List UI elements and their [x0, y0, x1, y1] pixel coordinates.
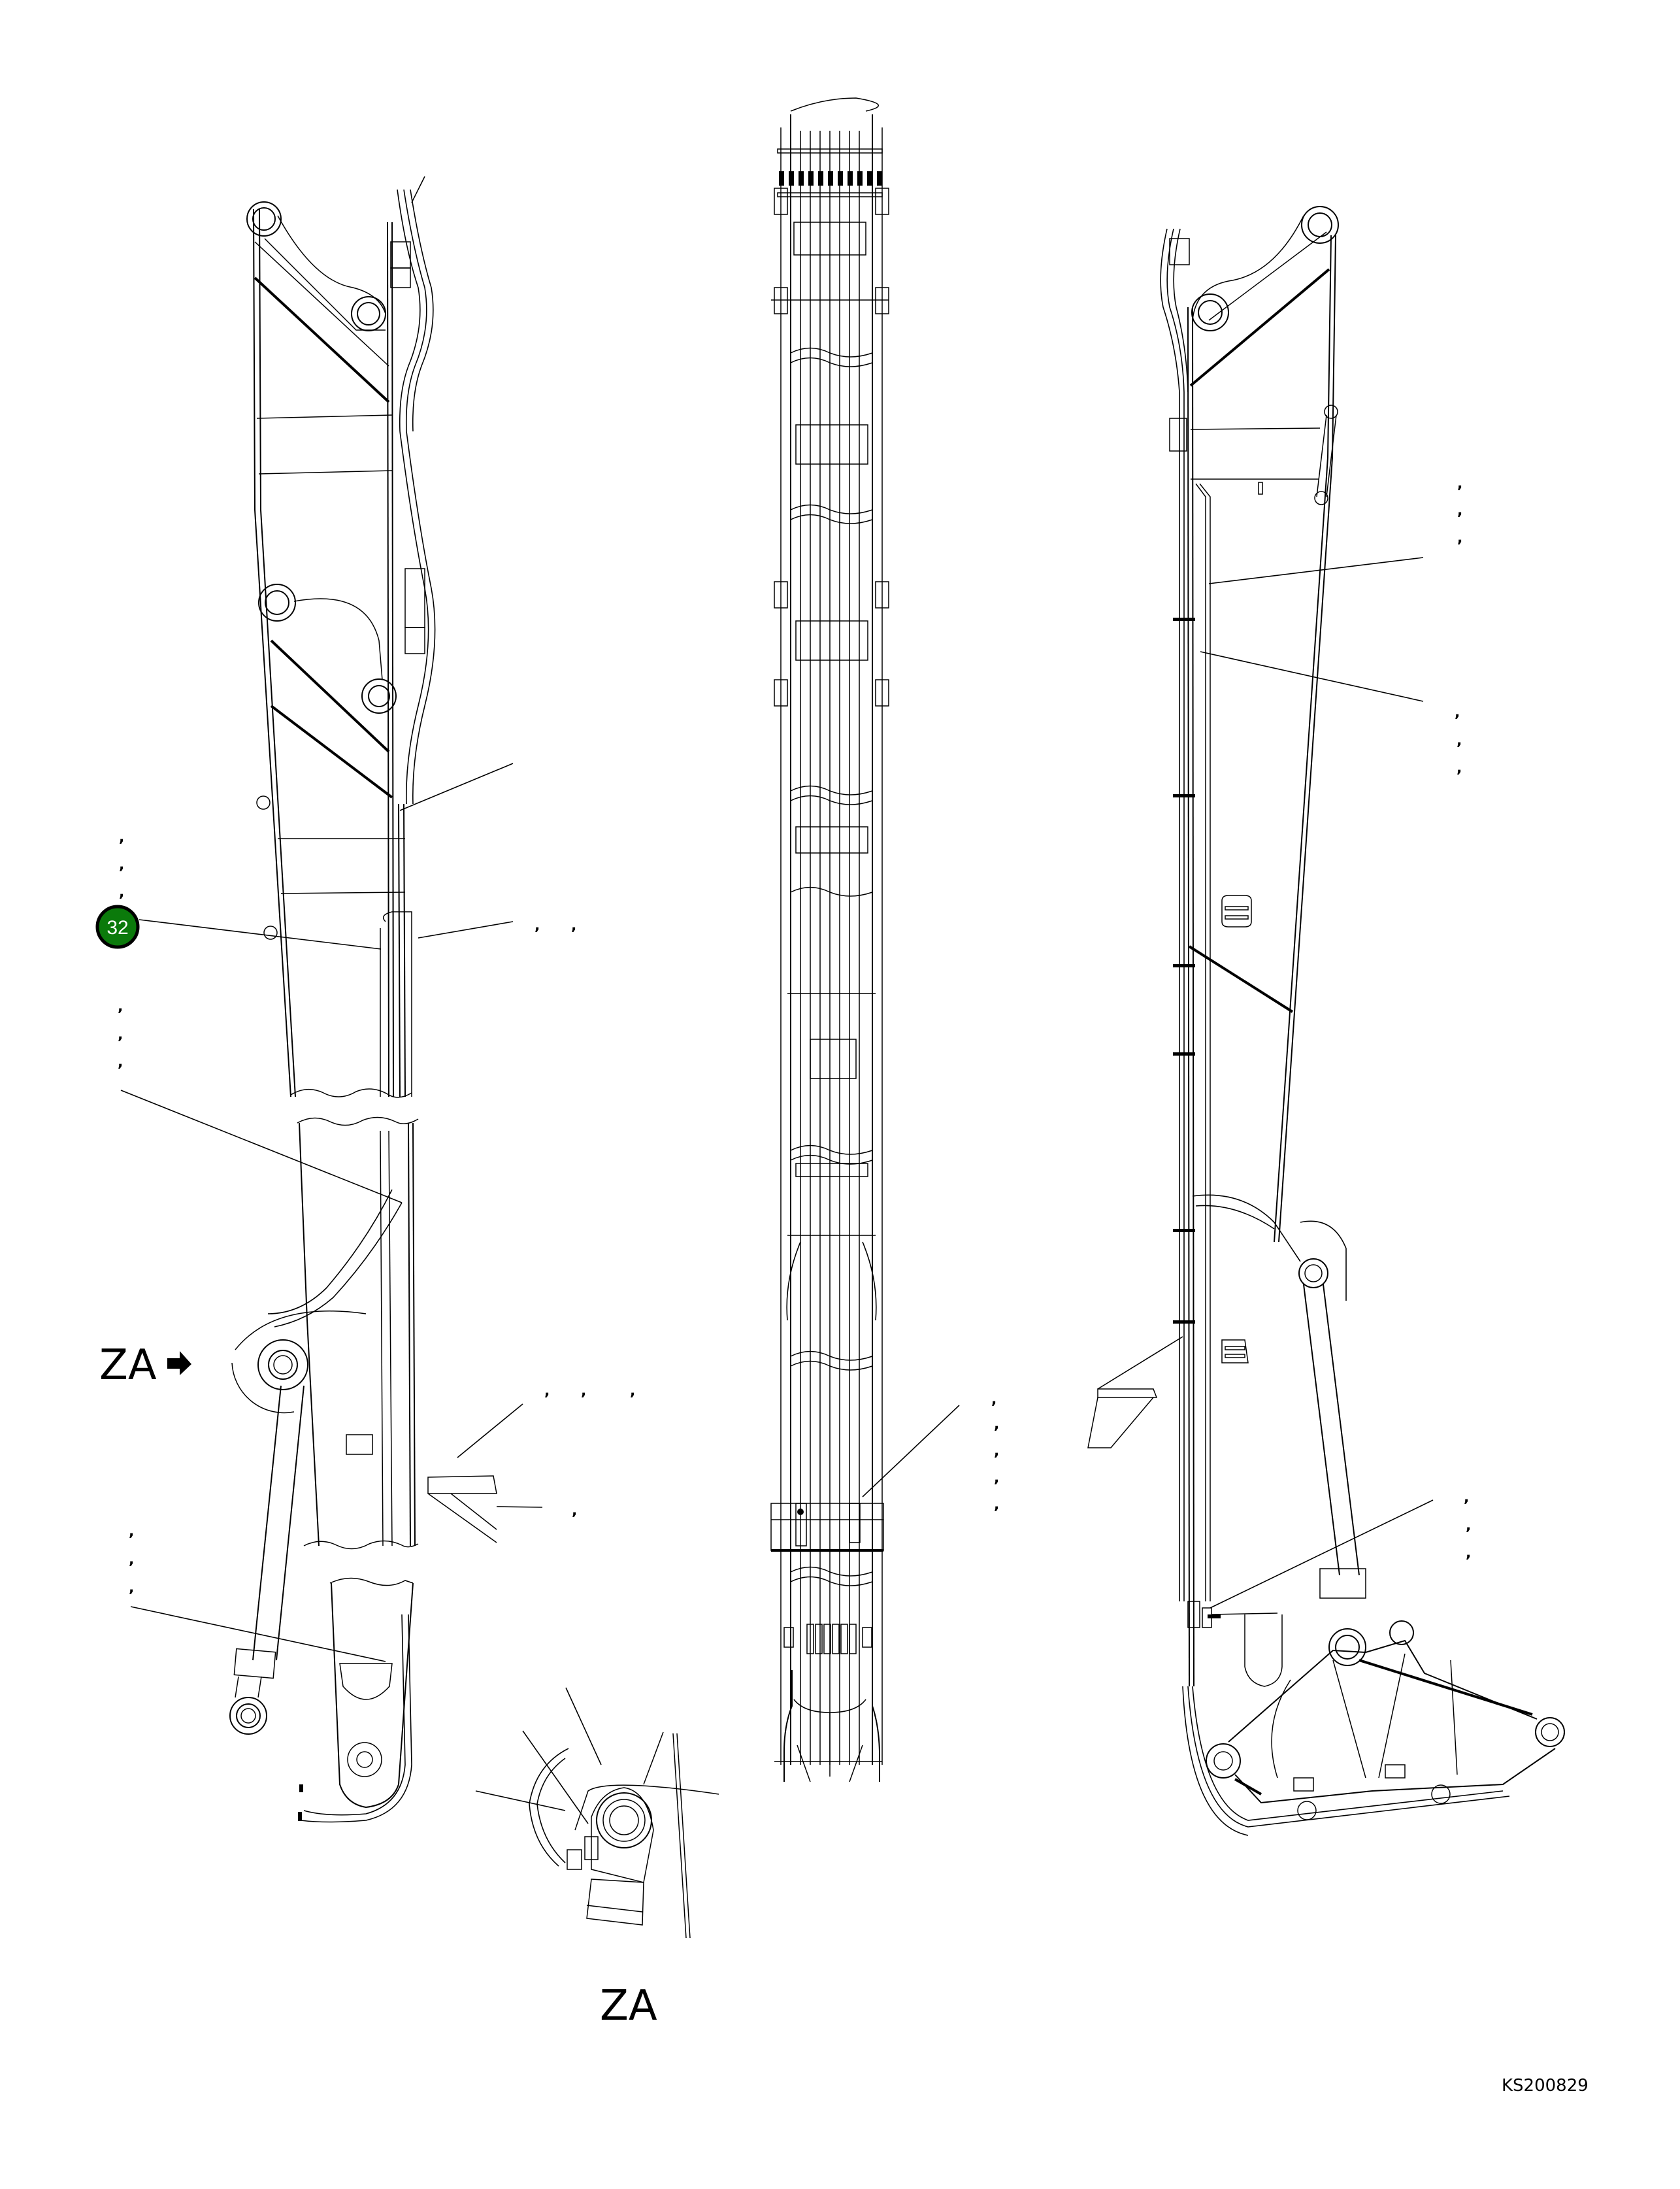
callout-placeholder: ,: [994, 1470, 999, 1486]
section-callout-label: ZA: [99, 1341, 157, 1390]
drawing-reference-code: KS200829: [1502, 2076, 1589, 2096]
part-marker-32[interactable]: 32: [95, 905, 382, 950]
callout-placeholder: ,: [572, 1503, 577, 1519]
part-marker-circle[interactable]: [95, 905, 140, 949]
left-boom-side-view: [246, 176, 514, 1098]
section-callout: ZA: [99, 1341, 191, 1390]
callout-placeholder: ,: [535, 918, 540, 934]
callout-placeholder: ,: [119, 857, 124, 873]
callout-placeholder: ,: [118, 999, 123, 1015]
left-arm-end: [130, 1577, 414, 1823]
callout-placeholder: ,: [991, 1392, 996, 1408]
callout-placeholder: ,: [994, 1443, 999, 1460]
valve-block-row: [783, 1624, 872, 1654]
callout-placeholder: ,: [1457, 760, 1462, 777]
callout-placeholder: ,: [1457, 503, 1462, 519]
callout-placeholder: ,: [129, 1580, 134, 1596]
callout-placeholder: ,: [118, 1027, 123, 1043]
callout-placeholder: ,: [1455, 705, 1460, 721]
hose-clamp-row: [777, 148, 883, 197]
callout-placeholder: ,: [1464, 1490, 1469, 1506]
right-boom-side-view: [1087, 206, 1565, 1836]
callout-placeholder: ,: [571, 918, 576, 934]
callout-placeholder: ,: [630, 1383, 635, 1399]
callout-placeholder: ,: [129, 1524, 134, 1540]
callout-placeholder: ,: [1466, 1518, 1471, 1534]
callout-placeholder: ,: [1466, 1545, 1471, 1562]
detail-view-za: ZA: [475, 1687, 719, 2030]
callout-placeholder: ,: [119, 829, 124, 846]
left-arm-cylinder: [229, 1385, 305, 1735]
callout-placeholder: ,: [1457, 733, 1462, 749]
callout-placeholder: ,: [119, 884, 124, 901]
callout-placeholder: ,: [118, 1054, 123, 1071]
detail-view-title: ZA: [600, 1982, 657, 2030]
part-marker-number[interactable]: 32: [107, 917, 128, 939]
center-top-view: [770, 97, 960, 1782]
callout-placeholder: ,: [544, 1383, 550, 1399]
callout-placeholder: ,: [994, 1416, 999, 1433]
right-arrow-icon: [167, 1351, 191, 1375]
callout-placeholder: ,: [581, 1383, 586, 1399]
left-boom-lower-section: [120, 1090, 543, 1550]
callout-placeholder: ,: [994, 1497, 999, 1513]
callout-placeholder: ,: [129, 1552, 134, 1568]
callout-placeholder: ,: [1457, 476, 1462, 492]
callout-placeholder: ,: [1457, 530, 1462, 546]
callout-placeholders: , , , , , , , , , , , , , , , , , , , , …: [118, 476, 1471, 1596]
